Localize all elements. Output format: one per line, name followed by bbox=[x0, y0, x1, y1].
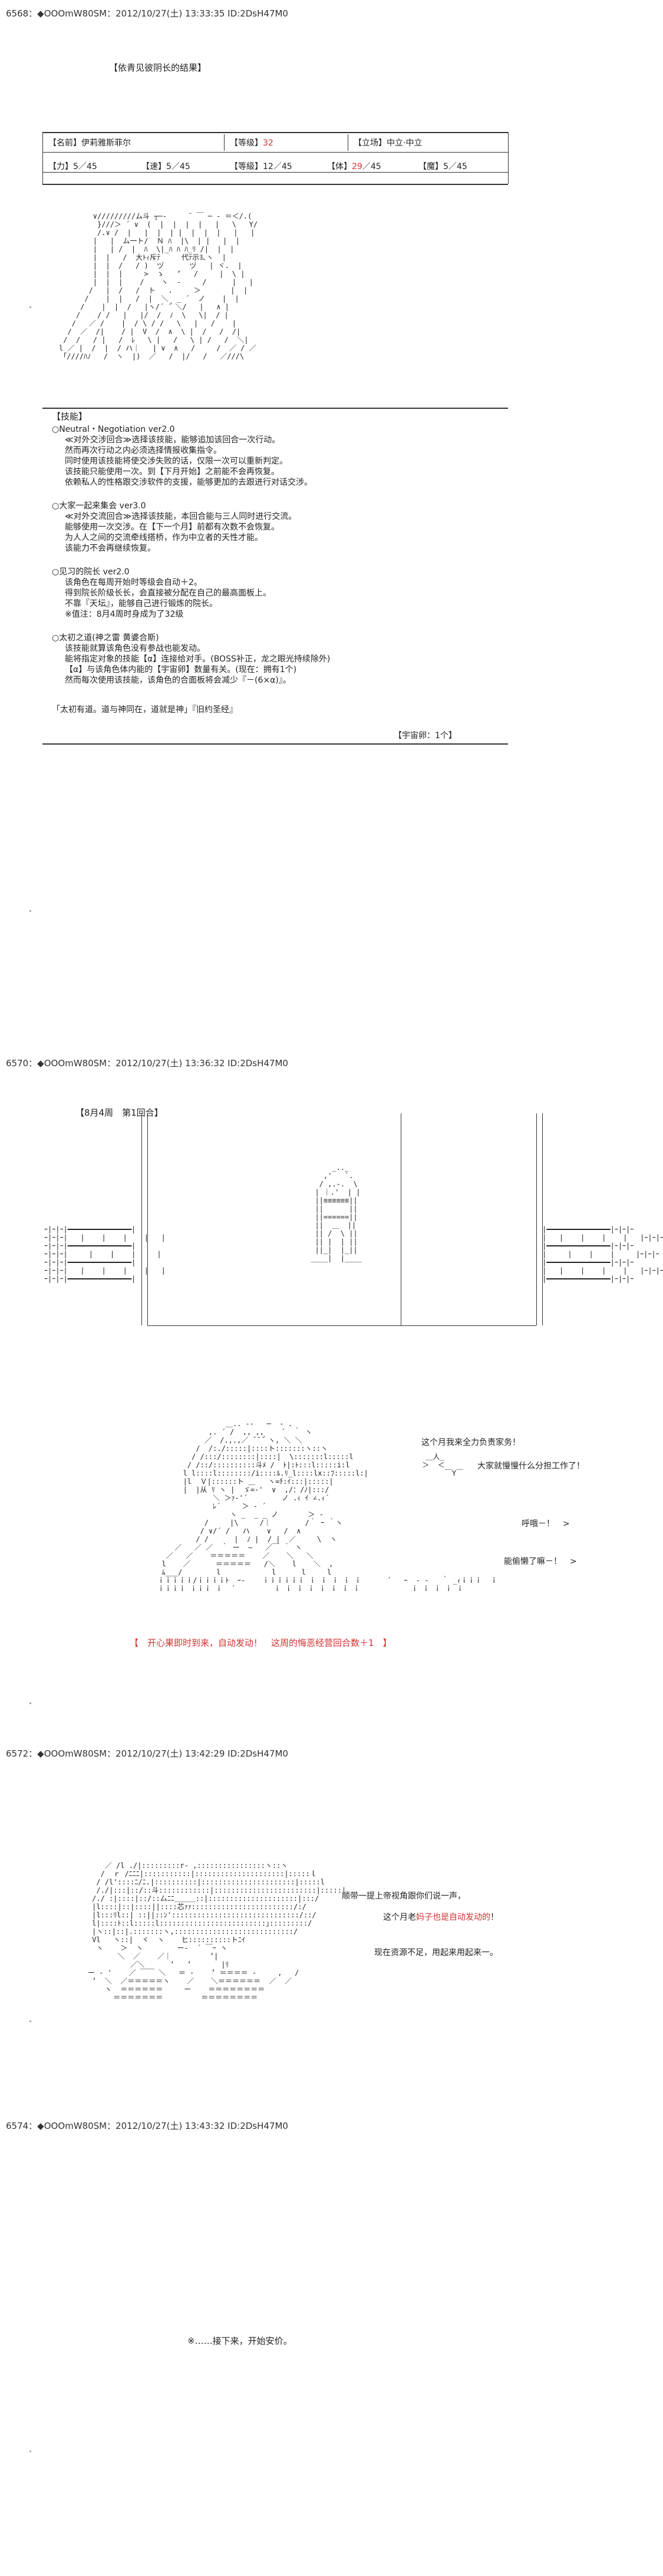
skill-desc: 【α】与该角色体内能的【宇宙卵】数量有关。(现在：拥有1个) bbox=[65, 665, 297, 674]
scene-line bbox=[147, 1113, 148, 1325]
characters-art: ＿.. -‐ ─ ‐ . ,. ´ / ,, ,, ´ ｀ ヽ ／ /.,.,／… bbox=[157, 1420, 498, 1593]
skill-name: ○见习的院长 ver2.0 bbox=[52, 567, 130, 577]
speech-line: 能偷懒了嘛－！ > bbox=[504, 1557, 577, 1566]
skill-desc: 然而再次行动之内必须选择情报收集指令。 bbox=[65, 446, 222, 455]
status-name: 【名前】伊莉雅斯菲尔 bbox=[48, 138, 131, 148]
margin-dot bbox=[29, 910, 31, 912]
gate-art: _.._ ,' `. / ,.-. \ | ｜.' | | ||≡≡≡≡≡≡||… bbox=[311, 1163, 362, 1262]
skill-name: ○Neutral・Negotiation ver2.0 bbox=[52, 425, 175, 434]
character-art: ∨/////////ム斗 ┬─‐ ¨ ￣ ─ ‐ ＝＜/.( }///＞ ´ ∨… bbox=[59, 212, 258, 361]
status-level: 【等级】32 bbox=[230, 138, 273, 148]
skill-desc: ※值注：8月4周时身成为了32级 bbox=[65, 610, 184, 619]
skill-desc: 得到院长阶级长长，会直接被分配在自己的最高面板上。 bbox=[65, 588, 271, 598]
margin-dot bbox=[29, 2451, 31, 2452]
speech-line: 顺带一提上帝视角跟你们说一声， bbox=[342, 1892, 466, 1901]
status-bottom-border bbox=[42, 184, 508, 185]
skill-desc: 该技能只能使用一次。到【下月开始】之前能不会再恢复。 bbox=[65, 467, 279, 477]
post-header: 6570：◆OOOmW80SM：2012/10/27(土) 13:36:32 I… bbox=[6, 1058, 288, 1069]
skill-desc: ≪对外交涉回合≫选择该技能，能够追加该回合一次行动。 bbox=[65, 435, 281, 445]
post-header: 6572：◆OOOmW80SM：2012/10/27(土) 13:42:29 I… bbox=[6, 1748, 288, 1759]
speech-line: 现在资源不足，用起来用起来一。 bbox=[374, 1948, 498, 1957]
status-top-border bbox=[42, 132, 508, 133]
status-right-border bbox=[508, 132, 509, 184]
brick-wall-left: ｰ|ｰ|ｰ|━━━━━━━━━━━━━━━| ｰ|ｰ|ｰ| | | | | | … bbox=[44, 1225, 166, 1283]
skill-name: ○大家一起来集会 ver3.0 bbox=[52, 501, 146, 511]
skill-desc: 为人人之间的交流牵线搭桥，作为中立者的天性才能。 bbox=[65, 533, 263, 543]
result-title: 【依青见彼阴长的结果】 bbox=[109, 62, 207, 73]
egg-count: 【宇宙卵：1个】 bbox=[394, 731, 457, 740]
stat-speed: 【速】5／45 bbox=[141, 162, 190, 171]
margin-dot bbox=[29, 1702, 31, 1704]
skill-desc: 依赖私人的性格跟交涉软件的支援，能够更加的去跟进行对话交涉。 bbox=[65, 478, 312, 487]
skill-desc: 不靠『天坛』，能够自己进行锻炼的院长。 bbox=[65, 599, 217, 609]
status-mid-border-2 bbox=[42, 172, 508, 173]
speech-line: 大家就慢慢什么分担工作了！ bbox=[477, 1461, 585, 1471]
speech-line: 呼哦－！ > bbox=[522, 1519, 570, 1529]
auto-trigger-notice: 【 开心果即时到来，自动发动！ 这周的悔恶经营回合数＋1 】 bbox=[130, 1638, 392, 1648]
skill-desc: 同时使用该技能将使交涉失败的话，仅限一次可以重新判定。 bbox=[65, 457, 288, 466]
stat-hp: 【体】29／45 bbox=[327, 162, 381, 171]
skill-desc: 该技能就算该角色没有参战也能发动。 bbox=[65, 644, 205, 653]
post-body: ※……接下来，开始安价。 bbox=[187, 2336, 292, 2346]
status-mid-border bbox=[42, 152, 508, 153]
skill-desc: 该能力不会再继续恢复。 bbox=[65, 544, 156, 553]
status-stance: 【立场】中立·中立 bbox=[354, 138, 423, 148]
scene-ground bbox=[147, 1325, 536, 1326]
stat-magic: 【魔】5／45 bbox=[418, 162, 467, 171]
stat-strength: 【力】5／45 bbox=[48, 162, 97, 171]
skills-header: 【技能】 bbox=[52, 411, 88, 422]
margin-dot bbox=[29, 306, 31, 308]
skill-desc: 然而每次使用该技能，该角色的合面板将会减少『－(6×α)』。 bbox=[65, 676, 291, 685]
status-left-border bbox=[42, 132, 43, 184]
skill-desc: 能将指定对象的技能【α】连接给对手。(BOSS补正，龙之眼光持续除外) bbox=[65, 654, 331, 664]
brick-wall-right: |━━━━━━━━━━━━━━━|ｰ|ｰ|ｰ | | | | | |ｰ|ｰ|ｰ … bbox=[542, 1225, 663, 1283]
skills-top-border bbox=[42, 408, 508, 409]
scene-line bbox=[542, 1113, 543, 1325]
scene-line bbox=[141, 1113, 142, 1325]
round-title: 【8月4周 第1回合】 bbox=[75, 1107, 163, 1118]
speech-line-highlight: 这个月老妈子也是自动发动的！ bbox=[383, 1913, 499, 1922]
skill-name: ○太初之道(神之雷 黄婆合斯) bbox=[52, 633, 159, 643]
skill-desc: ≪对外交流回合≫选择该技能，本回合能与三人同时进行交流。 bbox=[65, 512, 297, 521]
margin-dot bbox=[29, 2021, 31, 2022]
post-header: 6568：◆OOOmW80SM：2012/10/27(土) 13:33:35 I… bbox=[6, 8, 288, 19]
skill-desc: 该角色在每周开始时等级会自动＋2。 bbox=[65, 578, 202, 587]
status-divider bbox=[224, 134, 225, 151]
skill-desc: 能够使用一次交涉。在【下一个月】前都有次数不会恢复。 bbox=[65, 523, 279, 532]
scene-line bbox=[536, 1113, 537, 1325]
post-header: 6574：◆OOOmW80SM：2012/10/27(土) 13:43:32 I… bbox=[6, 2121, 288, 2131]
speech-line: 这个月我来全力负责家务！ bbox=[421, 1438, 520, 1447]
skill-quote: 「太初有道。道与神同在，道就是神」『旧约圣经』 bbox=[52, 705, 238, 715]
stat-level: 【等級】12／45 bbox=[230, 162, 292, 171]
character-art-2: ／ /l ./|:::::::::r‐ ,::::::::::::::::ヽ::… bbox=[87, 1861, 347, 2002]
skills-bottom-border bbox=[42, 743, 508, 745]
